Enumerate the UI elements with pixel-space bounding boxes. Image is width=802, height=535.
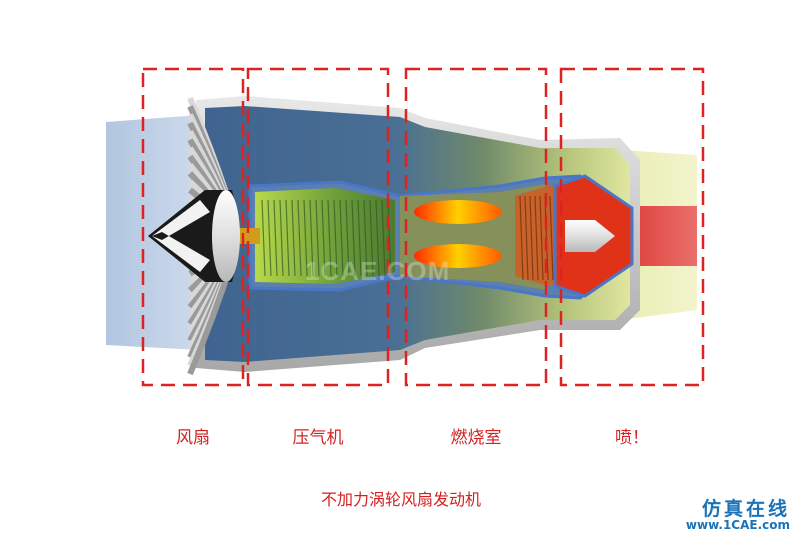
spinner-stripes: [152, 200, 210, 272]
turbine-blade: [534, 195, 539, 281]
compressor-blades: [261, 199, 392, 277]
section-box-compressor: [246, 67, 390, 387]
turbine-blade: [529, 195, 534, 281]
compressor-blade: [279, 199, 284, 277]
compressor-blade: [303, 199, 308, 277]
brand-watermark-url: www.1CAE.com: [685, 518, 790, 532]
compressor-blade: [381, 199, 386, 277]
section-box-fan: [141, 67, 245, 387]
combustion-flame-lower: [414, 244, 502, 268]
label-exhaust: 喷！: [615, 428, 649, 448]
compressor-blade: [339, 199, 344, 277]
section-box-exhaust: [559, 67, 705, 387]
turbine-blade: [549, 195, 554, 281]
figure-caption: 不加力涡轮风扇发动机: [320, 490, 482, 509]
label-combustor: 燃烧室: [450, 428, 502, 448]
compressor-blade: [291, 199, 296, 277]
turbine-blade: [519, 195, 524, 281]
compressor-blade: [273, 199, 278, 277]
compressor-blade: [309, 199, 314, 277]
compressor-blade: [261, 199, 266, 277]
compressor-blade: [375, 199, 380, 277]
compressor-blade: [363, 199, 368, 277]
turbine-blade: [539, 195, 544, 281]
combustion-flame-upper: [414, 200, 502, 224]
compressor-blade: [315, 199, 320, 277]
compressor-blade: [297, 199, 302, 277]
turbine-section: [515, 186, 560, 286]
tail-cone: [565, 220, 615, 252]
compressor-blade: [369, 199, 374, 277]
label-fan: 风扇: [176, 428, 210, 448]
compressor-blade: [351, 199, 356, 277]
compressor-blade: [327, 199, 332, 277]
label-compressor: 压气机: [292, 428, 344, 448]
compressor-blade: [267, 199, 272, 277]
compressor-blade: [357, 199, 362, 277]
compressor-blade: [321, 199, 326, 277]
center-watermark: 1CAE.COM: [305, 256, 451, 286]
compressor-blade: [387, 199, 392, 277]
compressor-blade: [333, 199, 338, 277]
turbine-blade: [524, 195, 529, 281]
brand-watermark-title: 仿真在线: [701, 498, 790, 520]
compressor-blade: [285, 199, 290, 277]
compressor-blade: [345, 199, 350, 277]
section-box-combustor: [404, 67, 548, 387]
fan-hub: [212, 190, 240, 282]
